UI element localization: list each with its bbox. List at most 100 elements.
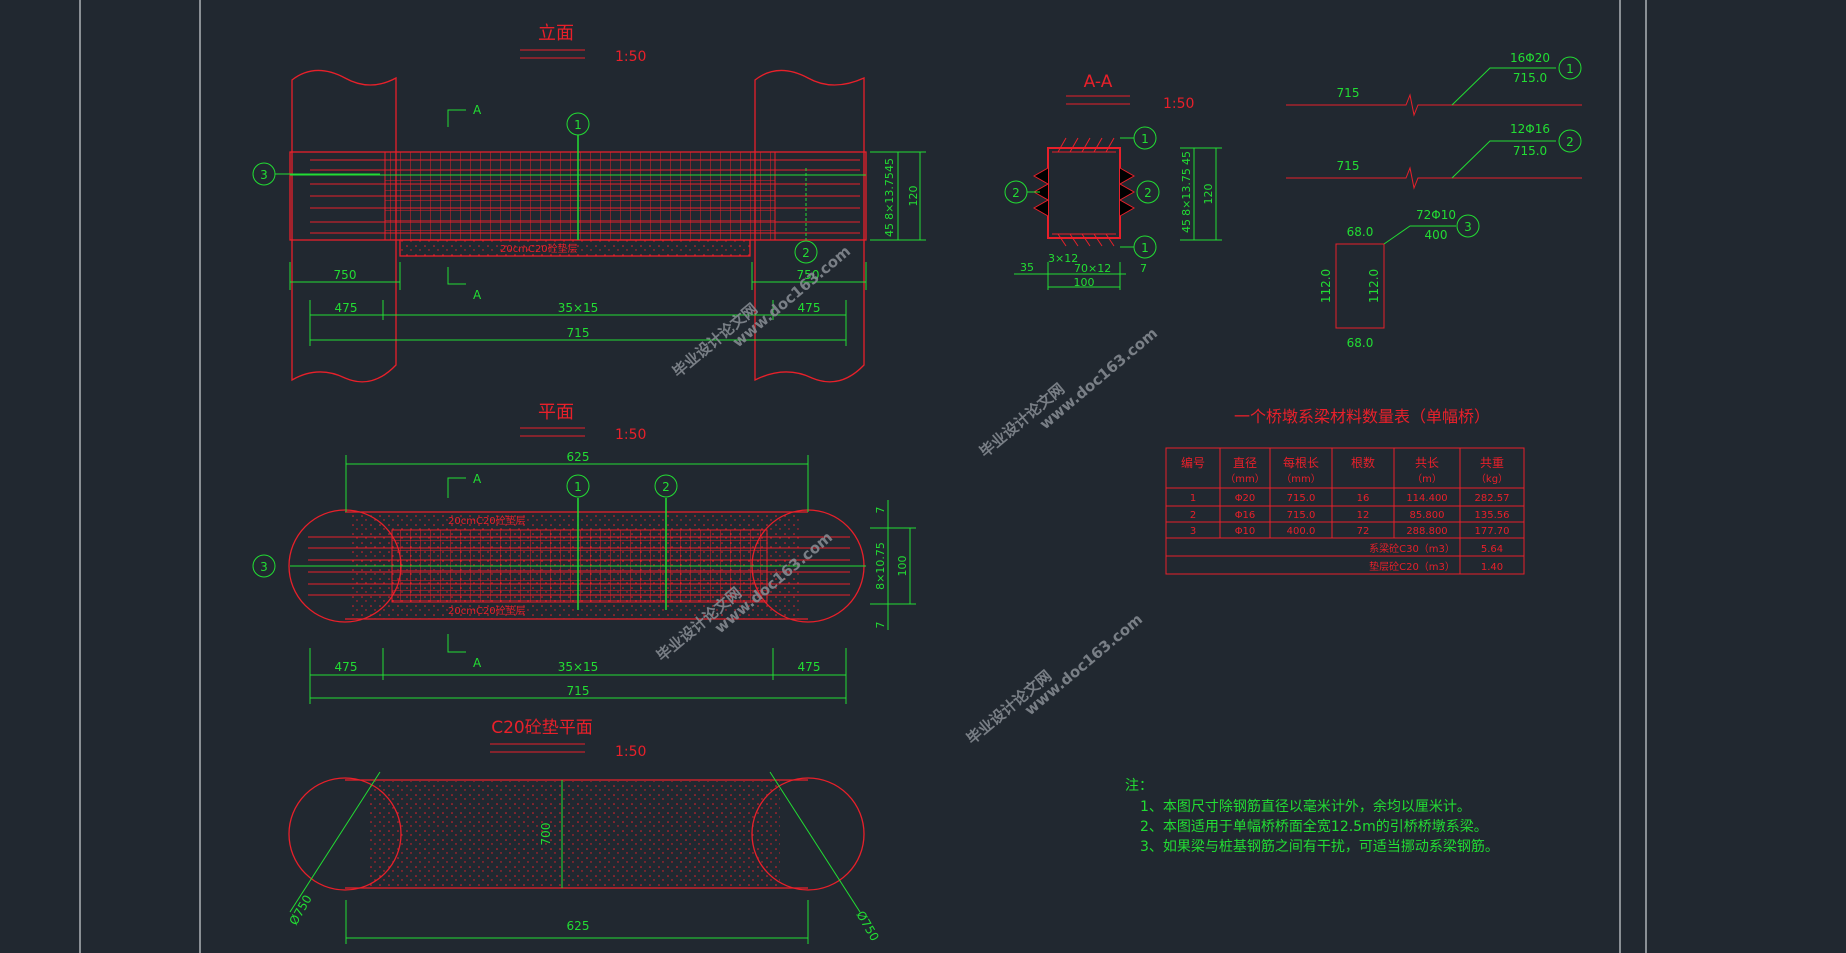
table-cell: Φ20 (1235, 493, 1256, 504)
c20-dim-625: 625 (567, 919, 590, 933)
table-cell: 282.57 (1475, 493, 1510, 504)
note-1: 1、本图尺寸除钢筋直径以毫米计外，余均以厘米计。 (1140, 798, 1471, 815)
plan-pad-label-bottom: 20cmC20砼垫层 (448, 604, 526, 617)
elevation-view: 立面 1:50 20cmC20砼垫层 A A (252, 23, 926, 383)
table-cell: 400.0 (1287, 526, 1316, 537)
table-header-0: 编号 (1181, 455, 1205, 470)
callout-1: 1 (574, 118, 582, 132)
section-dim-3x12: 3×12 (1048, 252, 1078, 265)
rebar1-tag: 1 (1566, 62, 1574, 76)
table-cell: 1 (1190, 493, 1196, 504)
dim-35x15: 35×15 (558, 301, 599, 315)
rebar-details: 715 16Φ20 715.0 1 715 12Φ16 715.0 2 72Φ1… (1286, 51, 1582, 350)
plan-dim-475-b: 475 (798, 660, 821, 674)
plan-dim-7-top: 7 (874, 507, 887, 514)
watermark-1b: www.doc163.com (729, 242, 854, 351)
table-summary-label: 系梁砼C30（m3） (1369, 542, 1455, 555)
elevation-scale: 1:50 (615, 49, 646, 65)
table-title: 一个桥墩系梁材料数量表（单幅桥） (1234, 407, 1490, 426)
plan-dim-625: 625 (567, 450, 590, 464)
table-header-unit-1: （mm） (1225, 473, 1264, 485)
elevation-title: 立面 (538, 23, 574, 44)
plan-dim-35x15: 35×15 (558, 660, 599, 674)
callout-2: 2 (802, 246, 810, 260)
section-mark-a-top: A (473, 103, 482, 117)
table-cell: Φ16 (1235, 510, 1256, 521)
rebar2-spec: 12Φ16 (1510, 122, 1550, 136)
section-dim-70x12: 70×12 (1074, 262, 1111, 275)
table-header-5: 共重 (1480, 456, 1504, 470)
section-dim-100: 100 (1074, 276, 1095, 289)
plan-title: 平面 (538, 402, 574, 423)
section-dim-7: 7 (1140, 262, 1147, 275)
dim-v120: 120 (907, 186, 920, 207)
section-dim-v-spacing: 8×13.75 (1180, 168, 1193, 216)
plan-section-mark-bottom: A (473, 656, 482, 670)
table-cell: 114.400 (1406, 493, 1447, 504)
drawing-frame (79, 0, 1647, 953)
rebar3-bottom: 68.0 (1347, 336, 1374, 350)
note-2: 2、本图适用于单幅桥桥面全宽12.5m的引桥桥墩系梁。 (1140, 818, 1488, 835)
table-cell: 85.800 (1410, 510, 1445, 521)
dim-v-spacing: 8×13.75 (883, 172, 896, 220)
plan-callout-3: 3 (260, 560, 268, 574)
plan-section-mark-top: A (473, 472, 482, 486)
table-header-unit-2: （mm） (1281, 473, 1320, 485)
section-callout-2b: 2 (1144, 186, 1152, 200)
rebar1-length: 715 (1337, 86, 1360, 100)
c20-pad-view: C20砼垫平面 1:50 700 625 Ø750 Ø750 (286, 718, 882, 944)
rebar3-top: 68.0 (1347, 225, 1374, 239)
dim-v45-top: 45 (883, 158, 896, 172)
table-header-1: 直径 (1233, 456, 1257, 470)
rebar2-value: 715.0 (1513, 144, 1547, 158)
plan-view: 平面 1:50 20cmC20砼垫层 20cmC20砼垫层 1 2 3 A A (252, 402, 916, 704)
dim-715: 715 (567, 326, 590, 340)
section-callout-1b: 1 (1141, 241, 1149, 255)
rebar3-right: 112.0 (1367, 269, 1381, 303)
dim-750-left: 750 (334, 268, 357, 282)
table-summary-value: 1.40 (1481, 562, 1503, 573)
table-cell: 715.0 (1287, 493, 1316, 504)
section-aa-view: A-A 1:50 1 2 2 1 35 3×12 70×12 7 100 45 … (1004, 72, 1222, 290)
watermark-4b: www.doc163.com (1021, 610, 1146, 719)
rebar2-length: 715 (1337, 159, 1360, 173)
c20-title: C20砼垫平面 (491, 718, 593, 738)
plan-scale: 1:50 (615, 427, 646, 443)
table-cell: 2 (1190, 510, 1196, 521)
section-callout-1a: 1 (1141, 132, 1149, 146)
table-cell: 715.0 (1287, 510, 1316, 521)
section-dim-v45-top: 45 (1180, 151, 1193, 165)
plan-pad-label-top: 20cmC20砼垫层 (448, 514, 526, 527)
rebar3-tag: 3 (1464, 220, 1472, 234)
dim-v45-bottom: 45 (883, 223, 896, 237)
table-cell: 16 (1357, 493, 1370, 504)
rebar3-left: 112.0 (1319, 269, 1333, 303)
rebar3-spec: 72Φ10 (1416, 208, 1456, 222)
table-cell: 3 (1190, 526, 1196, 537)
plan-dim-7-bottom: 7 (874, 622, 887, 629)
watermark-2b: www.doc163.com (1036, 324, 1161, 433)
c20-scale: 1:50 (615, 744, 646, 760)
section-title: A-A (1084, 72, 1113, 92)
watermarks: 毕业设计论文网 www.doc163.com 毕业设计论文网 www.doc16… (653, 242, 1161, 748)
plan-callout-2: 2 (662, 480, 670, 494)
elevation-pad-label: 20cmC20砼垫层 (500, 242, 578, 255)
rebar1-value: 715.0 (1513, 71, 1547, 85)
callout-3: 3 (260, 168, 268, 182)
dim-475-b: 475 (798, 301, 821, 315)
table-cell: 12 (1357, 510, 1370, 521)
dim-475-a: 475 (335, 301, 358, 315)
notes: 注： 1、本图尺寸除钢筋直径以毫米计外，余均以厘米计。 2、本图适用于单幅桥桥面… (1125, 778, 1499, 855)
table-cell: 177.70 (1475, 526, 1510, 537)
rebar1-spec: 16Φ20 (1510, 51, 1550, 65)
table-cell: 72 (1357, 526, 1370, 537)
plan-dim-715: 715 (567, 684, 590, 698)
note-3: 3、如果梁与桩基钢筋之间有干扰，可适当挪动系梁钢筋。 (1140, 838, 1499, 855)
table-header-4: 共长 (1415, 456, 1439, 470)
table-header-unit-4: （m） (1412, 473, 1442, 485)
c20-dia-right: Ø750 (853, 909, 881, 944)
section-dim-35: 35 (1020, 261, 1034, 274)
notes-title: 注： (1125, 778, 1153, 794)
